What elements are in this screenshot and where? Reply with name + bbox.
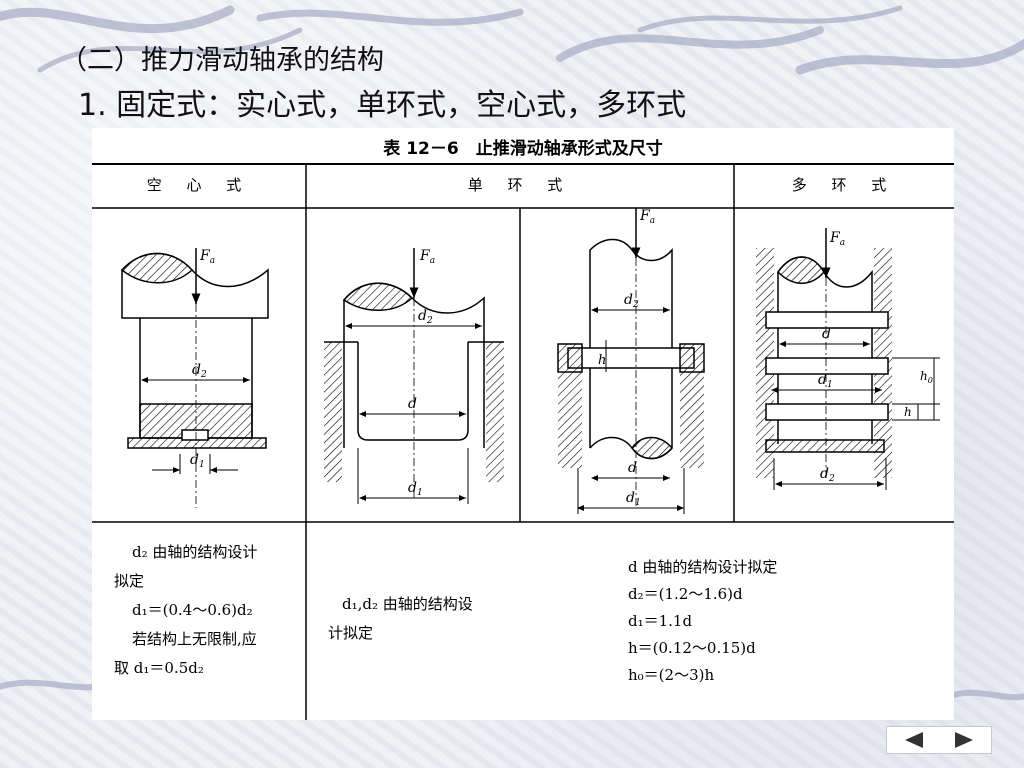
single-d1-label: d1	[408, 480, 423, 498]
bearing-table-image: 表 12－6 止推滑动轴承形式及尺寸 空 心 式 单 环 式 多 环 式	[92, 128, 954, 720]
single-force-label: Fa	[419, 248, 435, 266]
hollow-note-3: d₁＝(0.4～0.6)d₂	[132, 601, 253, 619]
multi-h-label: h	[904, 405, 912, 419]
single-note-1: d₁,d₂ 由轴的结构设	[342, 595, 473, 613]
multi-d1-label: d1	[818, 372, 833, 390]
single-ring-drawing	[324, 248, 504, 504]
bearing-drawings: Fa d2 d1 Fa d2 d d1	[120, 208, 940, 514]
multi-note-4: h＝(0.12～0.15)d	[628, 639, 756, 657]
multi-d2-label: d2	[820, 466, 835, 484]
multi-note-2: d₂＝(1.2～1.6)d	[628, 585, 743, 603]
table-caption: 表 12－6 止推滑动轴承形式及尺寸	[383, 139, 663, 159]
header-multi-ring: 多 环 式	[791, 176, 897, 194]
multi-d-label: d	[822, 326, 831, 342]
collar-d-label: d	[628, 460, 637, 476]
hollow-note-4: 若结构上无限制,应	[132, 630, 257, 648]
triangle-left-icon	[905, 732, 923, 748]
prev-slide-button[interactable]	[895, 730, 935, 750]
header-hollow: 空 心 式	[146, 176, 252, 194]
collar-d2-label: d2	[624, 292, 639, 310]
single-ring-collar-drawing	[557, 208, 705, 514]
hollow-d2-label: d2	[192, 362, 207, 380]
hollow-note-5: 取 d₁＝0.5d₂	[114, 659, 204, 677]
hollow-bearing-drawing	[120, 248, 269, 508]
multi-ring-drawing	[756, 228, 940, 490]
collar-force-label: Fa	[639, 208, 655, 226]
triangle-right-icon	[955, 732, 973, 748]
hollow-force-label: Fa	[199, 248, 215, 266]
slide-navigation	[886, 726, 992, 754]
multi-h0-label: h0	[920, 369, 933, 385]
collar-d1-label: d1	[626, 490, 641, 508]
multi-note-3: d₁＝1.1d	[628, 612, 693, 630]
next-slide-button[interactable]	[943, 730, 983, 750]
multi-note-5: h₀＝(2～3)h	[628, 666, 715, 684]
hollow-note-2: 拟定	[114, 572, 145, 590]
table-grid	[92, 163, 954, 720]
multi-force-label: Fa	[829, 230, 845, 248]
multi-ring-notes: d 由轴的结构设计拟定 d₂＝(1.2～1.6)d d₁＝1.1d h＝(0.1…	[628, 554, 928, 689]
single-note-2: 计拟定	[328, 624, 374, 642]
multi-note-1: d 由轴的结构设计拟定	[628, 558, 778, 576]
single-ring-notes: d₁,d₂ 由轴的结构设 计拟定	[328, 590, 518, 648]
collar-h-label: h	[598, 353, 606, 368]
header-single-ring: 单 环 式	[467, 176, 573, 194]
hollow-note-1: d₂ 由轴的结构设计	[132, 543, 258, 561]
hollow-d1-label: d1	[190, 452, 205, 470]
single-d2-label: d2	[418, 308, 433, 326]
single-d-label: d	[408, 396, 417, 412]
slide-subtitle: 1. 固定式：实心式，单环式，空心式，多环式	[78, 88, 687, 123]
slide-title: （二）推力滑动轴承的结构	[60, 45, 384, 76]
hollow-notes: d₂ 由轴的结构设计 拟定 d₁＝(0.4～0.6)d₂ 若结构上无限制,应 取…	[114, 538, 300, 683]
